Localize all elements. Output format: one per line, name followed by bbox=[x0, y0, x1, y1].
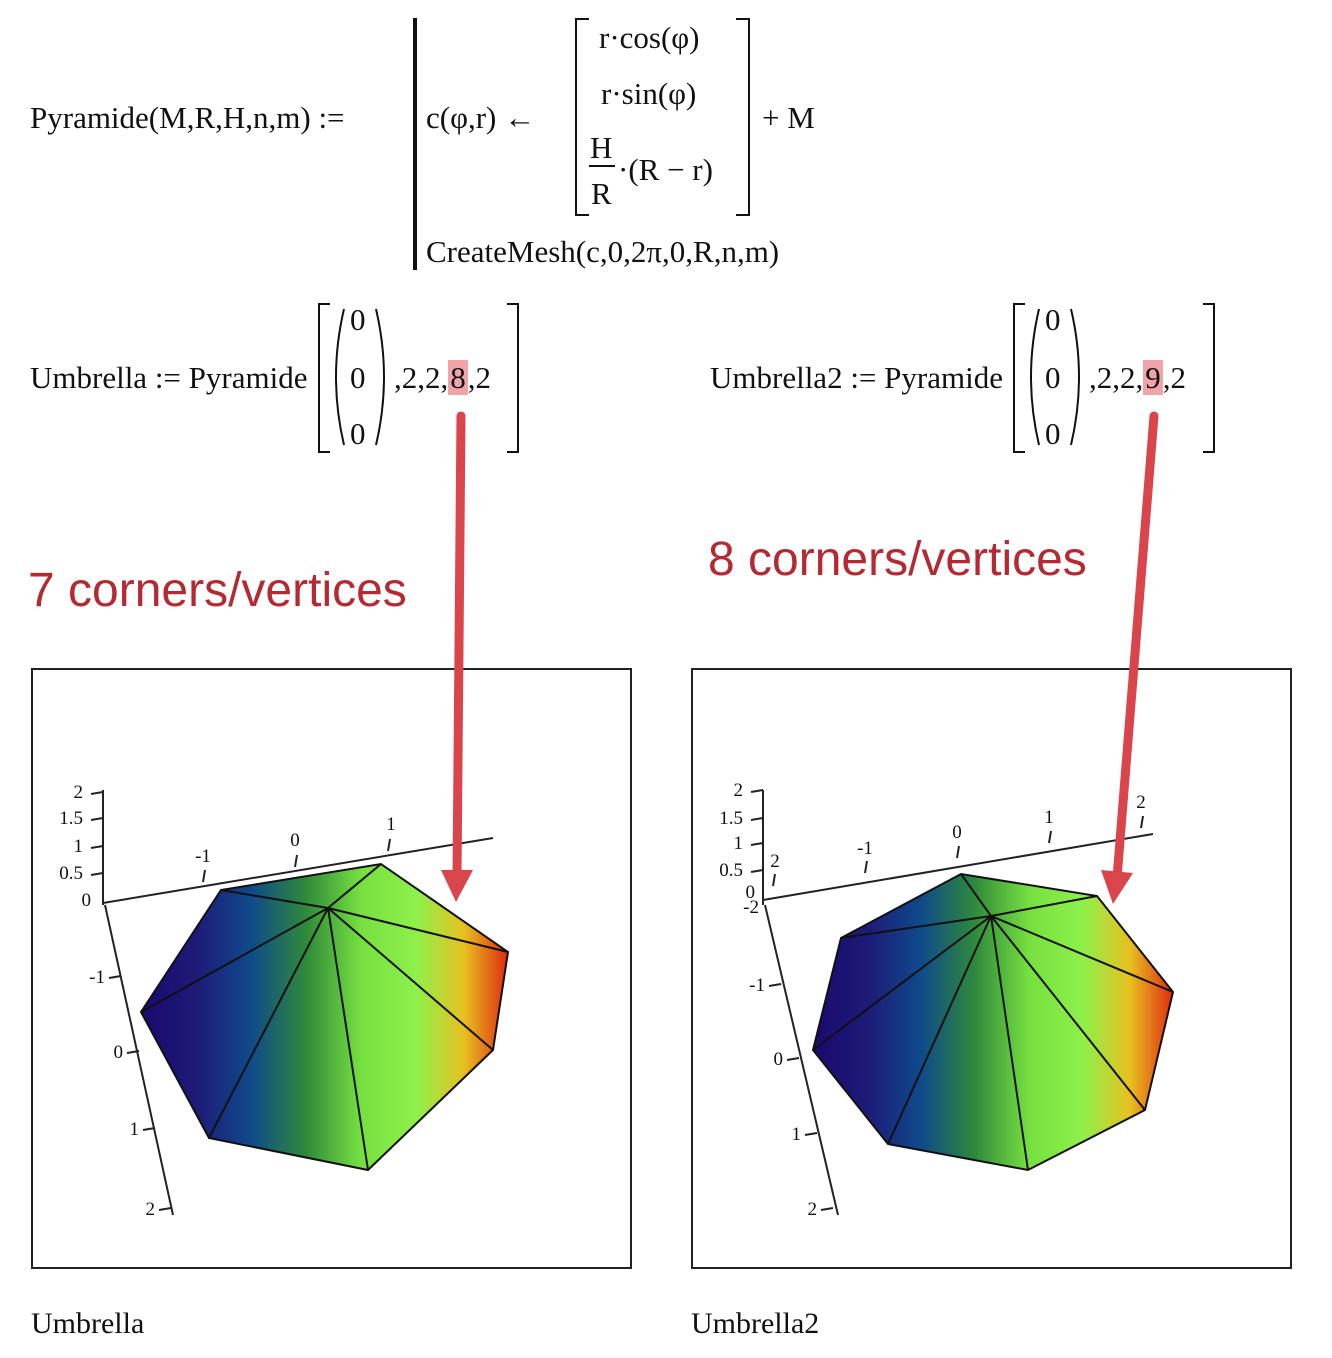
umbrella1-plot[interactable]: 2 1.5 1 0.5 0 -1 0 1 -1 0 1 2 bbox=[31, 668, 632, 1269]
umbrella2-axis-labels: 2 1.5 1 0.5 0 2 -1 0 1 2 -2 -1 0 1 2 bbox=[719, 780, 1146, 1220]
u1-tick-top-0: -1 bbox=[195, 846, 211, 867]
arrow-umbrella1 bbox=[441, 411, 473, 902]
u2-tick-side-4: 2 bbox=[808, 1199, 818, 1220]
matrix-row-2[interactable]: r·sin(φ) bbox=[601, 76, 697, 111]
umbrella2-plot[interactable]: 2 1.5 1 0.5 0 2 -1 0 1 2 -2 -1 0 1 2 bbox=[691, 668, 1292, 1269]
umbrella1-vec-2[interactable]: 0 bbox=[350, 416, 366, 451]
u2-tick-corner: 2 bbox=[770, 851, 780, 872]
pyramide-definition-lhs[interactable]: Pyramide(M,R,H,n,m) := bbox=[30, 100, 345, 135]
umbrella1-args: ,2,2,8,2 bbox=[394, 360, 491, 396]
u1-tick-side-3: 2 bbox=[146, 1199, 156, 1220]
u2-tick-left-3: 0.5 bbox=[719, 860, 743, 881]
u1-tick-left-1: 1.5 bbox=[59, 808, 83, 829]
assign-lhs[interactable]: c(φ,r) ← bbox=[426, 100, 536, 135]
u2-tick-left-1: 1.5 bbox=[719, 808, 743, 829]
umbrella2-lhs[interactable]: Umbrella2 := Pyramide bbox=[710, 360, 1003, 395]
u1-tick-left-3: 0.5 bbox=[59, 863, 83, 884]
umbrella2-args-post[interactable]: ,2 bbox=[1162, 360, 1186, 395]
umbrella1-args-pre[interactable]: ,2,2, bbox=[394, 360, 449, 395]
fraction-bar bbox=[589, 165, 615, 167]
umbrella1-args-post[interactable]: ,2 bbox=[467, 360, 491, 395]
umbrella2-vec-2[interactable]: 0 bbox=[1045, 416, 1061, 451]
u2-tick-side-1: -1 bbox=[749, 975, 765, 996]
u2-tick-left-4: 0 bbox=[746, 882, 756, 903]
u2-tick-top-0: -1 bbox=[857, 838, 873, 859]
u1-tick-left-0: 2 bbox=[74, 782, 84, 803]
umbrella1-n-value[interactable]: 8 bbox=[448, 360, 468, 395]
u2-tick-side-3: 1 bbox=[792, 1124, 802, 1145]
umbrella1-axis-labels: 2 1.5 1 0.5 0 -1 0 1 -1 0 1 2 bbox=[59, 782, 396, 1220]
umbrella2-vector-parens bbox=[1030, 308, 1080, 446]
matrix-row-3-numerator[interactable]: H bbox=[590, 130, 613, 165]
umbrella1-vec-1[interactable]: 0 bbox=[350, 360, 366, 395]
u2-tick-top-3: 2 bbox=[1136, 792, 1146, 813]
annotation-umbrella2: 8 corners/vertices bbox=[708, 533, 1087, 586]
umbrella1-caption: Umbrella bbox=[31, 1307, 145, 1340]
u1-tick-left-4: 0 bbox=[82, 890, 92, 911]
umbrella1-outer-left-bracket bbox=[318, 303, 330, 453]
umbrella2-outer-right-bracket bbox=[1203, 303, 1215, 453]
arrow-umbrella2 bbox=[1101, 411, 1159, 904]
umbrella2-args: ,2,2,9,2 bbox=[1089, 360, 1186, 396]
u1-tick-top-1: 0 bbox=[290, 830, 300, 851]
matrix-row-3-denominator[interactable]: R bbox=[591, 176, 612, 211]
annotation-umbrella1: 7 corners/vertices bbox=[28, 564, 407, 617]
u2-tick-side-0: -2 bbox=[743, 897, 759, 918]
matrix-left-bracket bbox=[575, 18, 589, 216]
u1-tick-side-0: -1 bbox=[89, 967, 105, 988]
umbrella2-caption: Umbrella2 bbox=[691, 1307, 820, 1340]
umbrella1-plot-svg bbox=[90, 790, 510, 1216]
matrix-row-1[interactable]: r·cos(φ) bbox=[599, 20, 700, 55]
umbrella2-n-value[interactable]: 9 bbox=[1143, 360, 1163, 395]
create-mesh-call[interactable]: CreateMesh(c,0,2π,0,R,n,m) bbox=[426, 234, 780, 269]
u2-tick-top-2: 1 bbox=[1044, 807, 1054, 828]
umbrella1-vec-0[interactable]: 0 bbox=[350, 302, 366, 337]
plus-m[interactable]: + M bbox=[762, 100, 815, 135]
u2-tick-side-2: 0 bbox=[774, 1049, 784, 1070]
u2-tick-left-2: 1 bbox=[734, 833, 744, 854]
u2-tick-left-0: 2 bbox=[734, 780, 744, 801]
umbrella1-lhs[interactable]: Umbrella := Pyramide bbox=[30, 360, 308, 395]
umbrella2-outer-left-bracket bbox=[1013, 303, 1025, 453]
u1-tick-side-1: 0 bbox=[114, 1042, 124, 1063]
umbrella2-args-pre[interactable]: ,2,2, bbox=[1089, 360, 1144, 395]
umbrella1-vector-parens bbox=[335, 308, 385, 446]
program-bar bbox=[413, 18, 417, 270]
umbrella1-outer-right-bracket bbox=[507, 303, 519, 453]
matrix-row-3-rest[interactable]: ·(R − r) bbox=[618, 152, 713, 187]
umbrella2-plot-svg bbox=[750, 789, 1175, 1216]
umbrella2-vec-0[interactable]: 0 bbox=[1045, 302, 1061, 337]
u1-tick-top-2: 1 bbox=[386, 814, 396, 835]
u1-tick-left-2: 1 bbox=[74, 836, 84, 857]
u2-tick-top-1: 0 bbox=[952, 822, 962, 843]
matrix-right-bracket bbox=[736, 18, 750, 216]
umbrella2-vec-1[interactable]: 0 bbox=[1045, 360, 1061, 395]
u1-tick-side-2: 1 bbox=[130, 1119, 140, 1140]
